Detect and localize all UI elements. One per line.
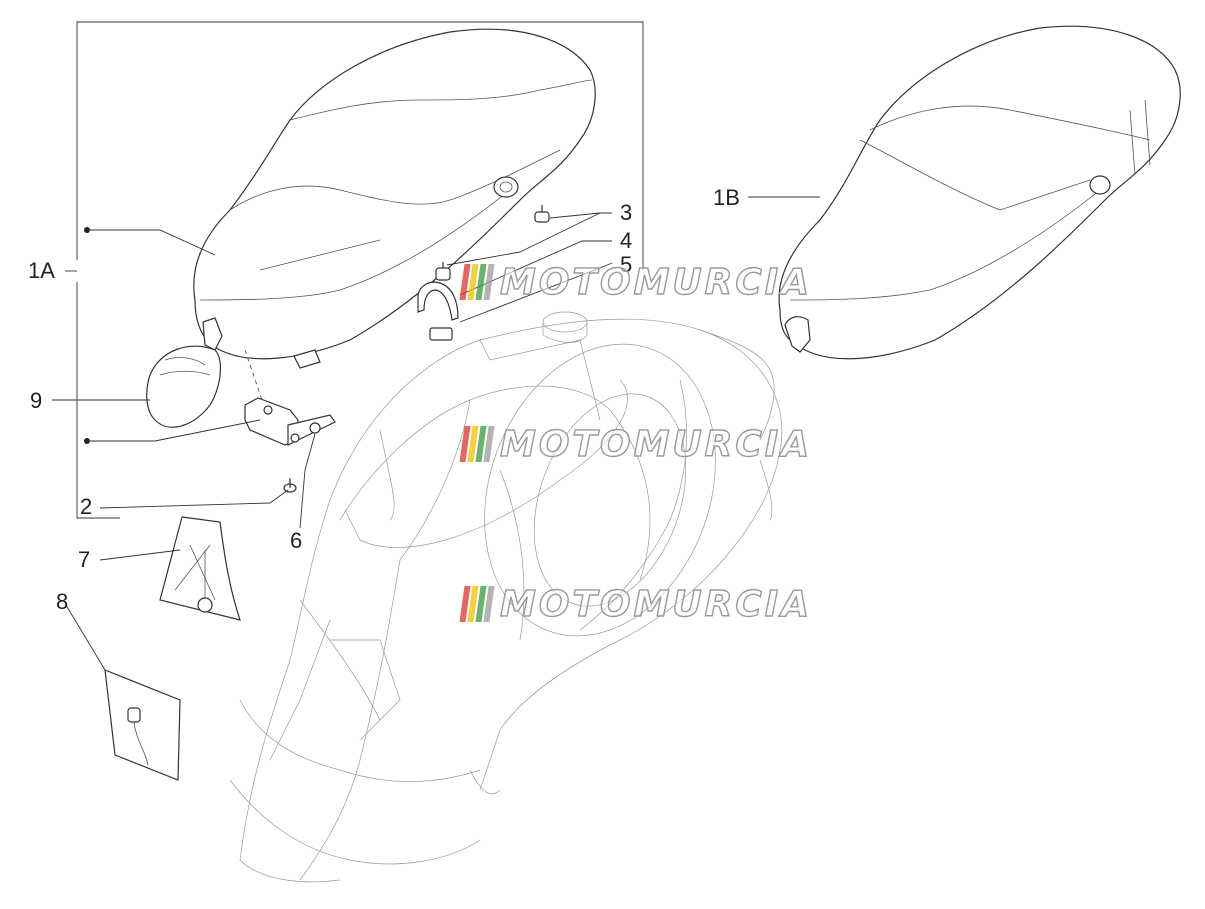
tool-kit-part xyxy=(159,516,241,621)
callout-9: 9 xyxy=(30,388,43,413)
callout-6: 6 xyxy=(290,528,303,553)
watermark-text: MOTOMURCIA xyxy=(499,423,813,465)
seat-cover-part xyxy=(146,345,222,428)
watermark-logo: MOTOMURCIA xyxy=(459,583,813,625)
callout-4: 4 xyxy=(620,228,633,253)
assembly-frame-1a xyxy=(65,21,644,519)
buffer-part xyxy=(435,205,550,281)
seat-1a xyxy=(193,28,596,360)
cable-kit-part xyxy=(104,669,181,781)
callout-1a: 1A xyxy=(28,258,55,283)
scooter-body xyxy=(229,311,783,883)
watermark-flag-icon xyxy=(459,264,495,300)
bracket-part xyxy=(417,281,459,341)
watermark-logo: MOTOMURCIA xyxy=(459,423,813,465)
latch-part xyxy=(293,349,321,369)
callout-7: 7 xyxy=(78,547,91,572)
callout-8: 8 xyxy=(56,589,69,614)
callout-2: 2 xyxy=(80,494,93,519)
callout-5: 5 xyxy=(620,252,633,277)
leader-lines xyxy=(52,196,820,671)
watermark-flag-icon xyxy=(459,426,495,462)
watermark-text: MOTOMURCIA xyxy=(499,261,813,303)
seat-1b xyxy=(778,25,1181,360)
hinge-part xyxy=(244,349,336,446)
screw-part xyxy=(283,478,297,493)
watermark-text: MOTOMURCIA xyxy=(499,583,813,625)
watermark-flag-icon xyxy=(459,586,495,622)
callout-1b: 1B xyxy=(713,185,740,210)
watermark-logo: MOTOMURCIA xyxy=(459,261,813,303)
bolt-part xyxy=(309,422,321,434)
callout-3: 3 xyxy=(620,200,633,225)
